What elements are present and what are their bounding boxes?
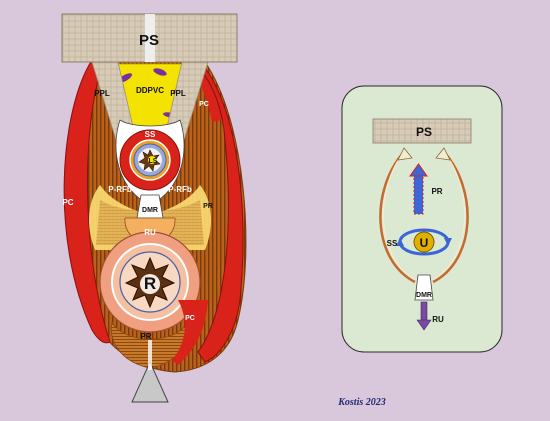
label-dmr-right: DMR — [416, 292, 432, 299]
label-u: U — [420, 236, 429, 250]
label-pr-right: PR — [203, 203, 213, 210]
right-curve — [432, 151, 469, 284]
label-ru-left: RU — [144, 228, 156, 237]
pr-arrow-shaft — [413, 173, 424, 215]
label-ps-left: PS — [139, 32, 159, 49]
ru-arrow-head — [416, 319, 432, 331]
label-ss-right: SS — [387, 239, 398, 248]
right-panel-box — [341, 85, 503, 353]
label-ps-right: PS — [416, 125, 432, 139]
right-arrowhead — [435, 147, 451, 161]
label-pc-upper-right: PC — [199, 101, 209, 108]
pc-band-right — [195, 61, 244, 363]
label-pc-left: PC — [62, 198, 73, 207]
left-curve-inner — [382, 151, 416, 281]
u-core — [413, 231, 435, 253]
pc-band-left — [63, 59, 111, 344]
label-ppl-left: PPL — [94, 89, 110, 98]
label-ls: LS — [149, 158, 158, 165]
label-prfb-right: P-RFb — [168, 185, 192, 194]
pc-band-right-upper — [186, 60, 222, 122]
signature: Kostis 2023 — [337, 397, 386, 408]
label-ddpvc: DDPVC — [136, 86, 164, 95]
label-pc-lower-right: PC — [185, 315, 195, 322]
label-ru-right: RU — [432, 315, 444, 324]
ps-plate-right — [372, 118, 472, 144]
left-diagram: PS PPL PPL DDPVC PC SS LS PC P-RFb P-RFb… — [61, 13, 247, 403]
label-ss-left: SS — [145, 130, 156, 139]
right-diagram: PS PR U SS DMR RU — [341, 85, 503, 353]
left-curve — [379, 151, 416, 284]
right-curve-inner — [432, 151, 466, 281]
pc-lower-right — [172, 300, 208, 365]
label-dmr-left: DMR — [142, 207, 158, 214]
label-pr-right-panel: PR — [431, 187, 442, 196]
pr-arrow-head — [409, 163, 428, 177]
label-r: R — [144, 274, 156, 293]
left-arrowhead — [397, 147, 413, 161]
ru-arrow-shaft — [420, 301, 428, 323]
label-prfb-left: P-RFb — [108, 185, 132, 194]
tendon-triangle — [131, 360, 169, 403]
dmr-right — [414, 274, 434, 301]
label-pr-bottom: PR — [140, 332, 151, 341]
label-ppl-right: PPL — [170, 89, 186, 98]
